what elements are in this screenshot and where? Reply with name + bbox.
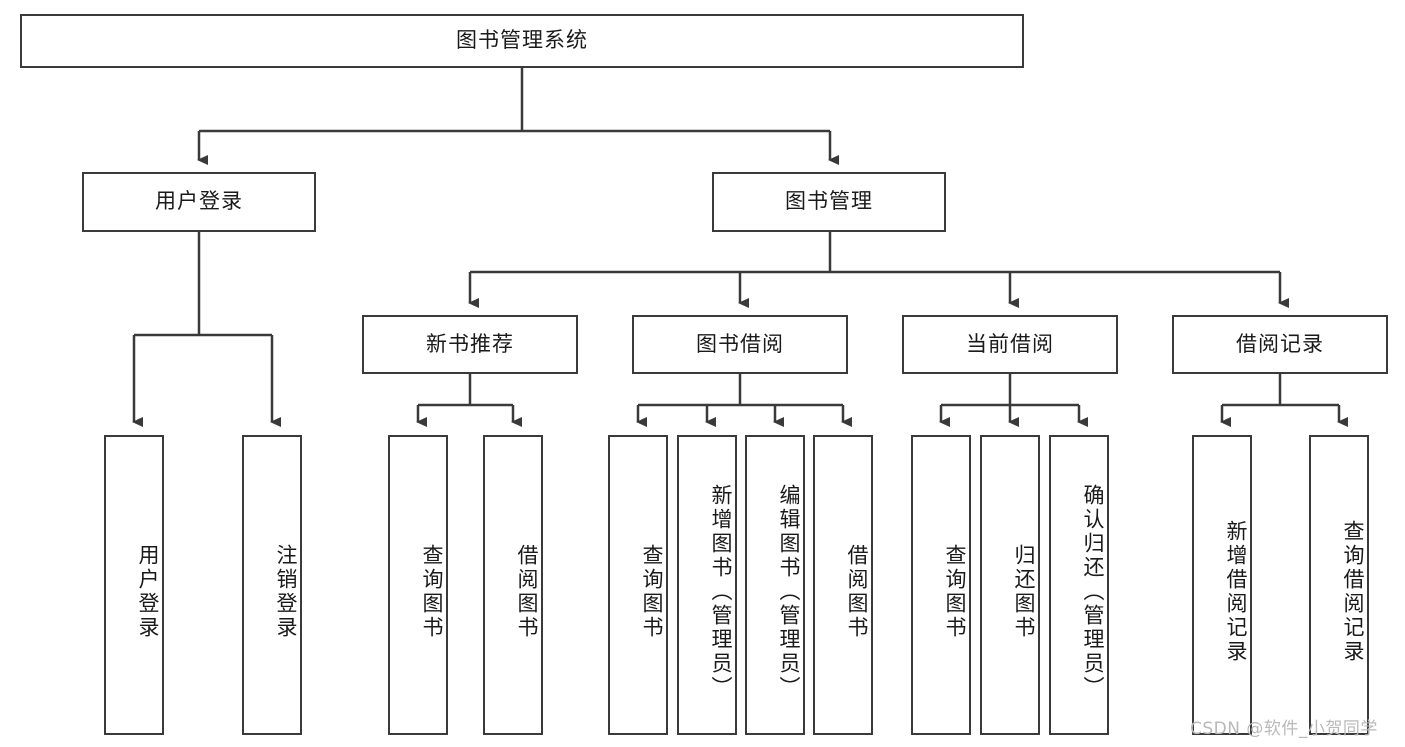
node-borrow-record[interactable]: 借阅记录 [1172,315,1388,374]
node-label: 查询图书 [943,544,967,640]
node-label: 图书管理 [785,189,873,214]
leaf-user-login-logout[interactable]: 注销登录 [242,435,302,735]
leaf-current-borrow-return-book[interactable]: 归还图书 [980,435,1040,735]
node-label: 借阅图书 [845,544,869,640]
node-label: 当前借阅 [966,331,1054,356]
node-label: 注销登录 [274,544,298,640]
node-label: 归还图书 [1012,544,1036,640]
leaf-user-login-login[interactable]: 用户登录 [104,435,164,735]
node-label: 新增图书（管理员） [709,484,733,700]
node-label: 新书推荐 [426,331,514,356]
node-label: 新增借阅记录 [1224,520,1248,664]
node-label: 编辑图书（管理员） [777,484,801,700]
leaf-current-borrow-confirm-return-admin[interactable]: 确认归还（管理员） [1049,435,1109,735]
leaf-book-borrow-edit-book-admin[interactable]: 编辑图书（管理员） [745,435,805,735]
leaf-book-borrow-borrow-book[interactable]: 借阅图书 [813,435,873,735]
leaf-book-borrow-add-book-admin[interactable]: 新增图书（管理员） [677,435,737,735]
leaf-new-book-query-book[interactable]: 查询图书 [388,435,448,735]
node-label: 查询图书 [640,544,664,640]
leaf-current-borrow-query-book[interactable]: 查询图书 [911,435,971,735]
watermark-text: CSDN @软件_小贺同学 [1190,719,1378,739]
node-book-borrow[interactable]: 图书借阅 [632,315,848,374]
node-root-book-management-system[interactable]: 图书管理系统 [20,14,1024,68]
node-label: 用户登录 [136,544,160,640]
node-label: 借阅记录 [1236,331,1324,356]
leaf-book-borrow-query-book[interactable]: 查询图书 [608,435,668,735]
csdn-watermark: CSDN @软件_小贺同学 [1190,714,1378,739]
node-label: 借阅图书 [515,544,539,640]
leaf-new-book-borrow-book[interactable]: 借阅图书 [483,435,543,735]
node-book-management[interactable]: 图书管理 [712,172,946,232]
node-label: 用户登录 [155,189,243,214]
node-current-borrow[interactable]: 当前借阅 [902,315,1118,374]
leaf-borrow-record-add-record[interactable]: 新增借阅记录 [1192,435,1252,735]
leaf-borrow-record-query-record[interactable]: 查询借阅记录 [1309,435,1369,735]
node-label: 查询图书 [420,544,444,640]
node-user-login[interactable]: 用户登录 [82,172,316,232]
node-new-book-recommend[interactable]: 新书推荐 [362,315,578,374]
node-label: 查询借阅记录 [1341,520,1365,664]
node-label: 确认归还（管理员） [1081,484,1105,700]
node-label: 图书借阅 [696,331,784,356]
node-label: 图书管理系统 [456,28,588,53]
